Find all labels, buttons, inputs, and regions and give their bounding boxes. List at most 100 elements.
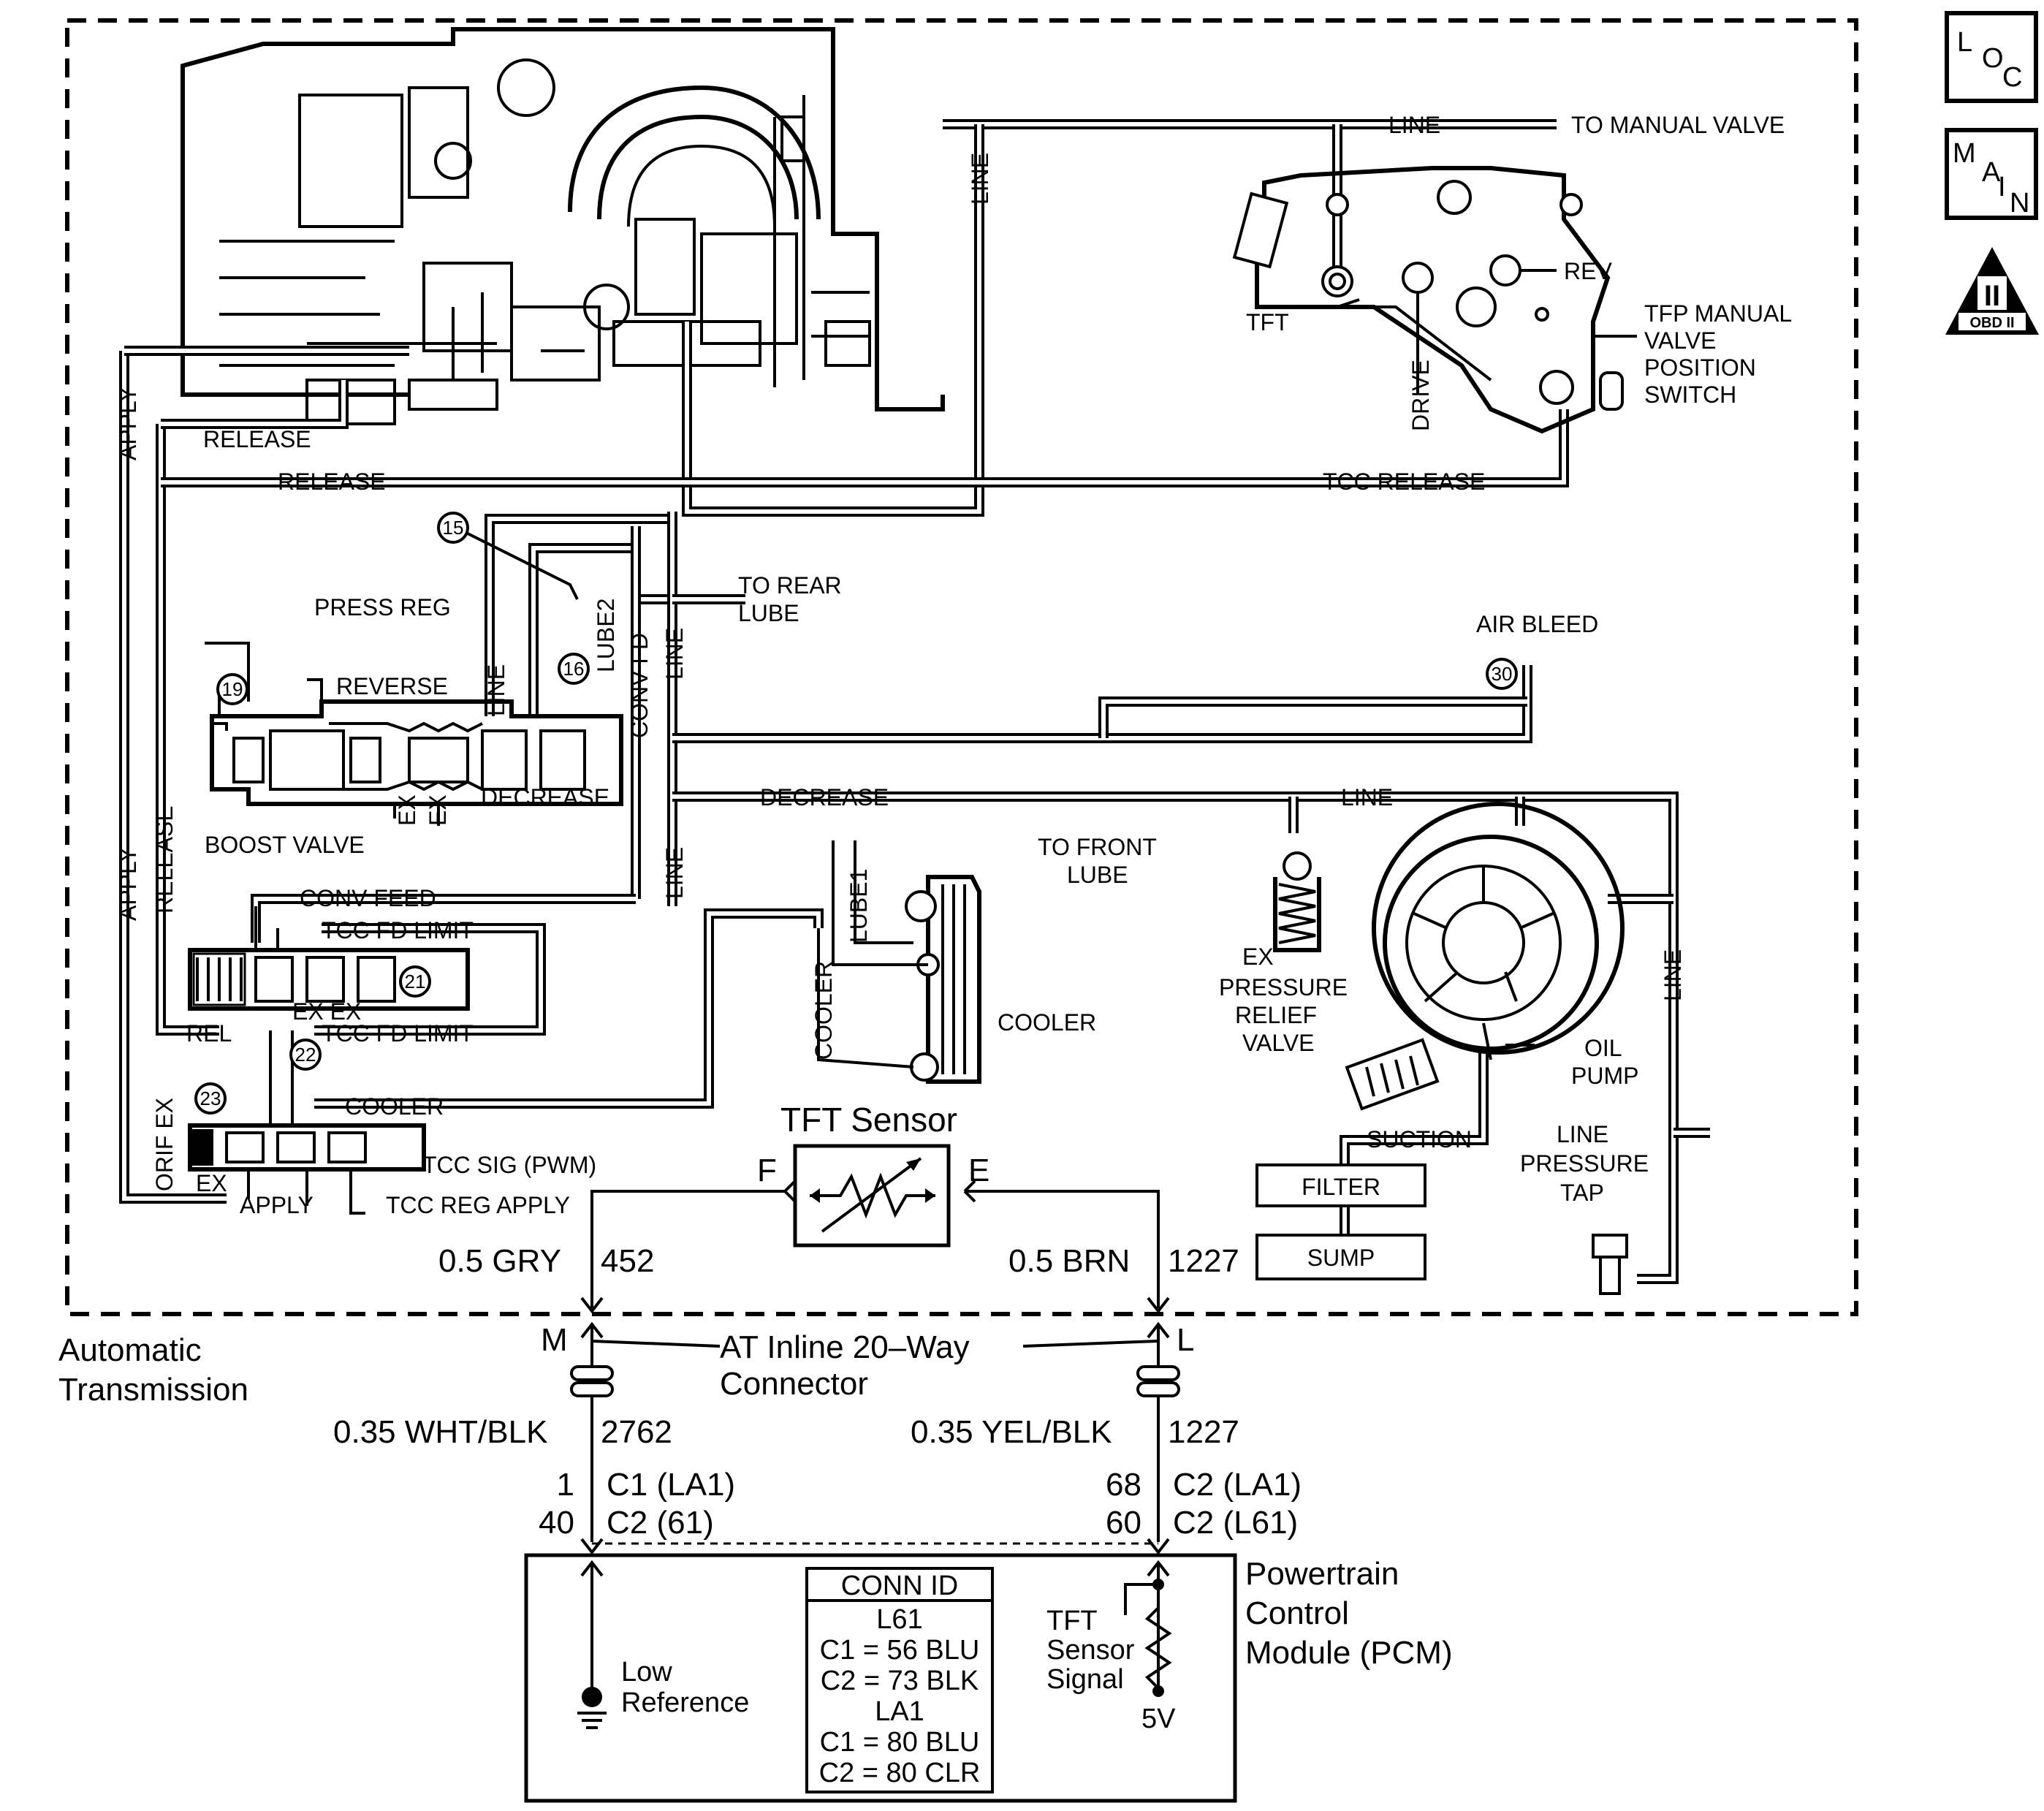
filter-label: FILTER [1302,1174,1380,1200]
svg-text:TCC REG APPLY: TCC REG APPLY [386,1192,570,1218]
low-reference-line2: Reference [621,1687,749,1718]
svg-text:21: 21 [405,971,426,992]
svg-text:TFT: TFT [1246,309,1289,335]
svg-text:TCC SIG (PWM): TCC SIG (PWM) [422,1152,596,1178]
svg-text:LUBE2: LUBE2 [593,599,619,672]
callout-19: 19 [216,673,248,705]
connector-name-line2: Connector [720,1366,868,1402]
pcm-left-conn-1: C1 (LA1) [607,1467,735,1503]
svg-text:EX: EX [196,1170,227,1196]
svg-text:VALVE: VALVE [1644,327,1716,354]
svg-text:LA1: LA1 [875,1696,924,1727]
pcm-name-line2: Control [1245,1595,1349,1631]
svg-text:C2 = 80 CLR: C2 = 80 CLR [819,1758,981,1788]
low-reference-line1: Low [621,1657,672,1687]
svg-text:C2 = 73 BLK: C2 = 73 BLK [821,1666,979,1696]
svg-text:19: 19 [222,678,243,700]
main-badge[interactable]: M A I N [1945,128,2038,220]
pcm-right-conn-2: C2 (L61) [1173,1505,1298,1541]
svg-text:COOLER: COOLER [998,1009,1096,1036]
svg-text:CONV FEED: CONV FEED [300,885,436,911]
pcm-name-line3: Module (PCM) [1245,1635,1453,1671]
svg-text:TO REAR: TO REAR [738,572,842,599]
svg-text:A: A [1982,157,2001,188]
svg-text:PRESS REG: PRESS REG [314,594,451,620]
connector-name-line1: AT Inline 20–Way [720,1329,970,1365]
svg-text:LINE: LINE [967,153,993,205]
svg-text:TCC FD LIMIT: TCC FD LIMIT [322,1020,474,1047]
svg-text:16: 16 [563,658,585,680]
five-volt-label: 5V [1141,1704,1176,1734]
svg-text:BOOST VALVE: BOOST VALVE [205,832,365,858]
pcm-right-pin-1: 68 [1106,1467,1141,1503]
hydraulic-passages [119,119,1710,1284]
wire-left-gauge: 0.5 GRY [438,1243,561,1279]
svg-text:EX: EX [425,794,451,826]
wire-right-bottom-circuit: 1227 [1168,1414,1239,1450]
svg-text:22: 22 [295,1044,316,1066]
loc-badge[interactable]: L O C [1945,11,2038,103]
svg-text:EX: EX [1242,944,1274,970]
svg-text:ORIF EX: ORIF EX [151,1098,178,1191]
svg-text:TCC RELEASE: TCC RELEASE [1323,468,1485,495]
svg-text:EX EX: EX EX [292,998,361,1025]
svg-text:LINE: LINE [1660,949,1686,1001]
wire-left-bottom-gauge: 0.35 WHT/BLK [333,1414,547,1450]
svg-text:SUCTION: SUCTION [1367,1126,1472,1153]
svg-text:LINE: LINE [661,847,688,899]
cooler-illustration [817,840,981,1084]
svg-text:15: 15 [443,517,464,539]
svg-text:PRESSURE: PRESSURE [1219,974,1348,1001]
pcm-right-conn-1: C2 (LA1) [1173,1467,1302,1503]
pcm-left-pin-2: 40 [539,1505,574,1541]
wire-right-gauge: 0.5 BRN [1008,1243,1130,1279]
pcm-module[interactable] [524,1553,1237,1803]
svg-text:CONN ID: CONN ID [841,1571,958,1601]
transmission-case-illustration [181,27,945,425]
svg-text:APPLY: APPLY [240,1192,314,1218]
svg-text:C: C [2002,62,2022,93]
svg-text:CONV FD: CONV FD [626,633,653,738]
pcm-name-line1: Powertrain [1245,1556,1399,1592]
svg-text:REV: REV [1564,258,1612,284]
tft-sensor[interactable] [793,1144,951,1248]
svg-text:OBD II: OBD II [1969,315,2014,331]
tft-sensor-title: TFT Sensor [780,1101,957,1139]
svg-text:DECREASE: DECREASE [481,784,609,810]
sump-box [1255,1234,1426,1280]
pcm-left-conn-2: C2 (61) [607,1505,714,1541]
svg-text:O: O [1982,43,2004,74]
wire-left-bottom-circuit: 2762 [601,1414,672,1450]
svg-text:COOLER: COOLER [810,961,837,1060]
hydraulic-labels: LINE TO MANUAL VALVE LINE TFT REV DRIVE … [115,112,1792,1218]
svg-text:REL: REL [186,1020,232,1047]
svg-text:L61: L61 [876,1604,922,1635]
svg-text:C1 = 80 BLU: C1 = 80 BLU [820,1727,980,1758]
callout-22: 22 [289,1039,322,1071]
svg-text:APPLY: APPLY [115,387,141,460]
svg-text:M: M [1953,138,1976,169]
callout-23: 23 [194,1082,227,1115]
obd-ii-badge[interactable]: II OBD II [1945,247,2039,335]
svg-text:APPLY: APPLY [115,847,141,921]
svg-text:POSITION: POSITION [1644,354,1756,381]
svg-text:COOLER: COOLER [345,1093,444,1120]
svg-text:LUBE: LUBE [1067,862,1128,888]
svg-text:RELEASE: RELEASE [151,805,178,914]
svg-text:RELEASE: RELEASE [203,426,311,452]
svg-text:TAP: TAP [1560,1180,1604,1206]
svg-text:OIL: OIL [1584,1035,1622,1061]
connector-pin-m: M [541,1322,568,1358]
svg-text:DECREASE: DECREASE [760,784,889,810]
svg-text:LUBE1: LUBE1 [846,869,872,943]
svg-text:C1 = 56 BLU: C1 = 56 BLU [820,1635,980,1666]
oil-pump-illustration [1345,802,1625,1111]
svg-text:RELEASE: RELEASE [278,468,386,495]
svg-text:DRIVE: DRIVE [1407,360,1434,431]
pcm-right-pin-2: 60 [1106,1505,1141,1541]
callout-15: 15 [437,512,469,544]
svg-text:AIR BLEED: AIR BLEED [1476,611,1598,637]
svg-text:N: N [2010,188,2029,219]
svg-text:LINE: LINE [1557,1121,1608,1147]
